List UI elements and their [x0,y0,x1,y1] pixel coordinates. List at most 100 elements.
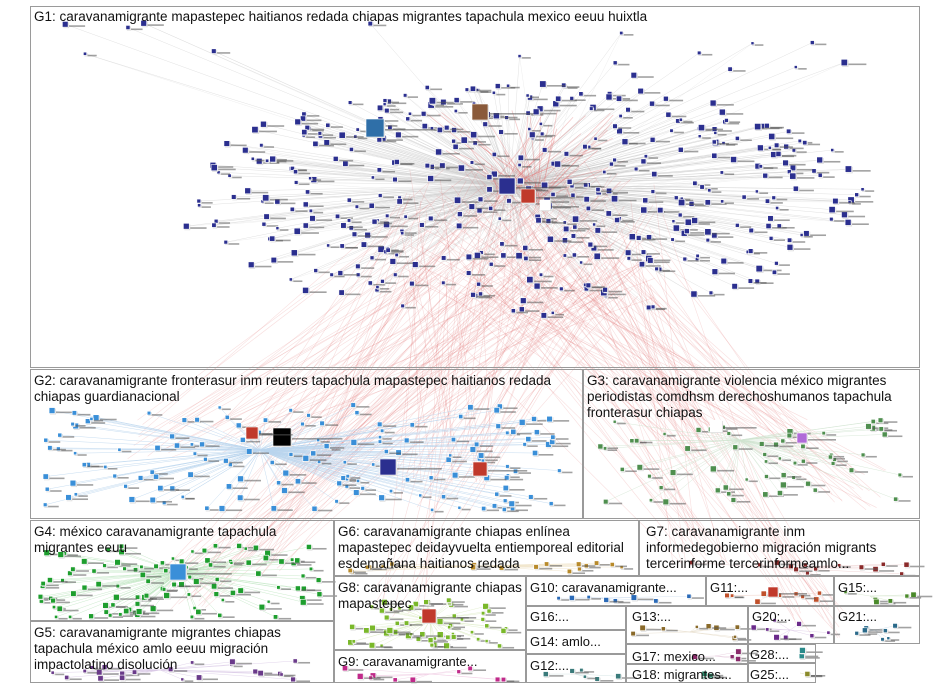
edge [509,184,802,236]
group-panel-g2 [30,369,583,519]
edge [167,217,576,588]
edge [206,449,261,509]
edge [196,419,261,451]
edge [315,181,430,472]
edge [509,108,592,186]
edge [259,449,473,451]
edge [404,95,511,186]
edge [559,161,708,444]
edge [259,418,535,451]
edge [207,291,539,572]
edge [509,127,702,186]
edge [186,248,546,574]
edge [142,170,474,425]
edge [258,250,620,565]
edge [443,184,511,283]
edge [539,199,685,260]
edge [478,204,654,490]
edge [138,257,451,438]
edge [405,289,682,564]
edge [186,199,541,227]
edge [255,255,440,450]
edge [287,160,570,468]
edge [228,281,515,570]
edge [259,449,348,480]
edge [170,214,531,611]
edge [265,280,408,554]
edge [412,257,483,583]
edge [371,199,541,258]
edge [581,237,676,454]
edge [435,264,541,510]
edge [259,449,363,489]
edge [648,296,778,422]
edge [509,114,669,186]
edge [451,232,766,442]
edge [487,173,699,458]
edge [650,284,781,443]
edge-layer [40,23,914,681]
edge [59,434,261,451]
edge [509,184,778,209]
edge [284,192,408,466]
edge [461,207,647,488]
edge [259,406,500,451]
edge [539,171,790,201]
edge [452,215,711,429]
edge [138,169,444,436]
edge [412,276,432,479]
edge [343,184,511,226]
edge [481,184,511,253]
edge [526,230,699,452]
edge [539,199,849,223]
edge [488,243,570,459]
edge [509,184,523,310]
edge [509,175,793,186]
edge [481,181,720,436]
edge [509,68,731,186]
edge [509,184,769,227]
edge [509,184,780,227]
edge [199,184,511,206]
group-panel-g18 [626,664,748,683]
edge [337,199,541,217]
edge [440,218,782,416]
edge [239,198,402,447]
edge [265,184,511,199]
edge [184,419,261,451]
edge [301,223,643,459]
edge [509,184,520,256]
edge [303,194,411,479]
edge [631,268,705,431]
edge [504,150,523,194]
edge [468,184,511,258]
edge [509,183,695,186]
edge [509,62,616,186]
edge [539,162,786,201]
edge [462,265,687,452]
edge [384,100,511,186]
edge [410,280,560,592]
edge [259,409,497,451]
edge [472,277,698,460]
edge [307,184,511,193]
edge [252,267,632,445]
edge [168,275,506,453]
edge [165,228,607,449]
edge [137,204,429,421]
edge [509,90,641,186]
edge [477,299,684,554]
edge [267,160,511,186]
edge [474,203,573,466]
edge [319,133,511,186]
group-panel-g1 [30,6,920,368]
edge [509,171,790,186]
edge [509,184,757,192]
edge [509,184,738,226]
edge [225,199,541,243]
edge [425,275,441,587]
edge [539,199,748,253]
edge [509,184,708,233]
edge [318,256,549,458]
edge [214,167,511,186]
